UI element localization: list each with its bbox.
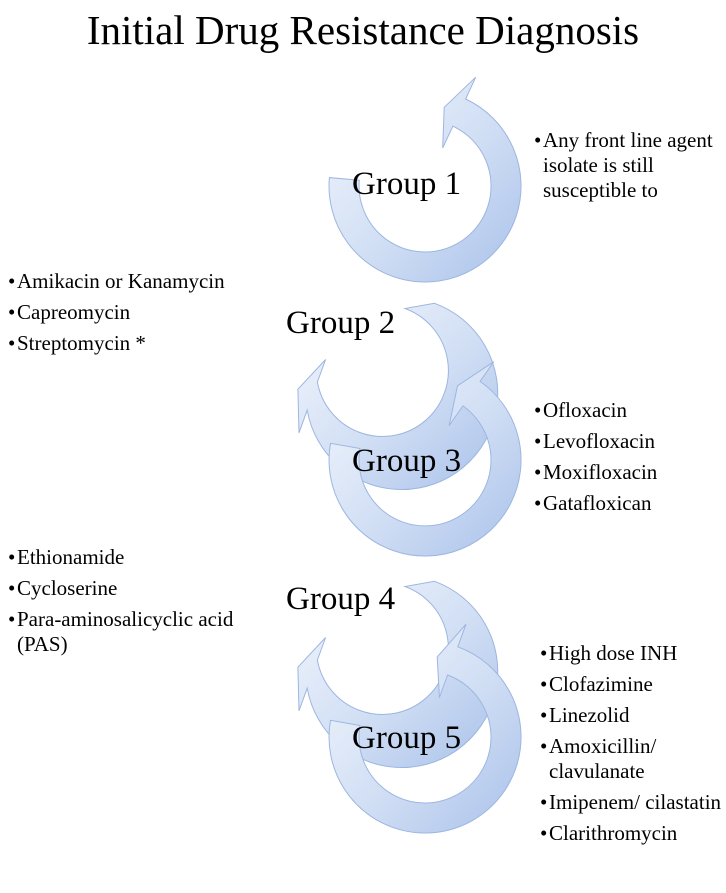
group-5-label: Group 5 xyxy=(352,720,462,756)
group-5-item: Clofazimine xyxy=(540,672,722,697)
group-1-items: Any front line agent isolate is still su… xyxy=(534,128,719,209)
group-3-arrow xyxy=(328,361,522,557)
group-2-items: Amikacin or Kanamycin Capreomycin Strept… xyxy=(8,269,228,362)
group-2-item: Streptomycin * xyxy=(8,331,228,356)
group-3-item: Levofloxacin xyxy=(534,429,719,454)
group-3-item: Gatafloxican xyxy=(534,491,719,516)
group-1-item: Any front line agent isolate is still su… xyxy=(534,128,719,203)
group-2-item: Capreomycin xyxy=(8,300,228,325)
diagram-title: Initial Drug Resistance Diagnosis xyxy=(86,7,640,53)
group-3-items: Ofloxacin Levofloxacin Moxifloxacin Gata… xyxy=(534,398,719,522)
group-5-item: Linezolid xyxy=(540,703,722,728)
group-1-label: Group 1 xyxy=(352,166,462,202)
group-4-item: Para-aminosalicyclic acid (PAS) xyxy=(8,607,253,657)
group-4-item: Cycloserine xyxy=(8,576,253,601)
group-5-item: High dose INH xyxy=(540,641,722,666)
group-5-items: High dose INH Clofazimine Linezolid Amox… xyxy=(540,641,722,852)
group-3-label: Group 3 xyxy=(352,443,462,479)
group-5-item: Clarithromycin xyxy=(540,821,722,846)
group-3-item: Moxifloxacin xyxy=(534,460,719,485)
group-4-label: Group 4 xyxy=(286,581,396,617)
group-5-arrow xyxy=(328,623,522,834)
group-3-item: Ofloxacin xyxy=(534,398,719,423)
group-2-item: Amikacin or Kanamycin xyxy=(8,269,228,294)
group-4-item: Ethionamide xyxy=(8,545,253,570)
group-5-item: Imipenem/ cilastatin xyxy=(540,790,722,815)
group-2-label: Group 2 xyxy=(286,305,396,341)
group-5-item: Amoxicillin/ clavulanate xyxy=(540,734,722,784)
group-1-arrow xyxy=(328,76,522,283)
group-4-items: Ethionamide Cycloserine Para-aminosalicy… xyxy=(8,545,253,663)
